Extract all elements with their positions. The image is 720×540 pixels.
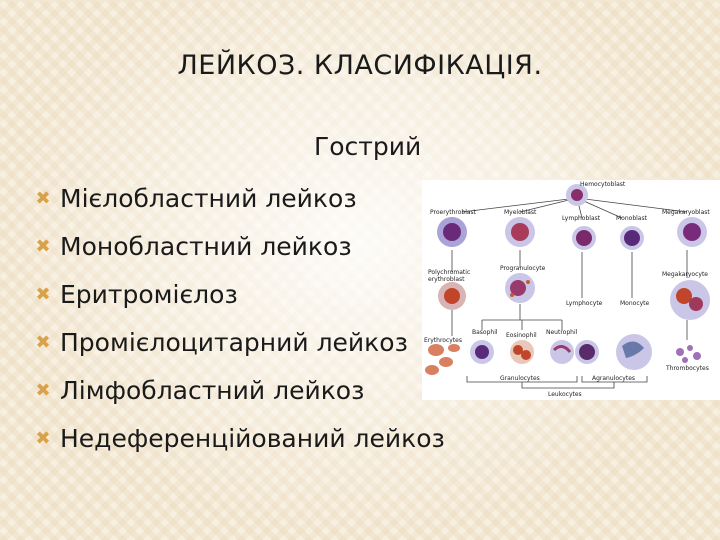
label-thrombocytes: Thrombocytes [665,365,709,372]
list-item: ✖ Мієлобластний лейкоз [32,174,445,222]
cell-hemocytoblast [566,184,588,206]
cell-monocyte [616,334,652,370]
label-erythroblast: erythroblast [428,276,465,283]
x-mark-icon: ✖ [35,331,51,353]
label-granulocytes: Granulocytes [500,375,540,382]
list-item-text: Лімфобластний лейкоз [60,375,365,405]
cell-progranulocyte [505,273,535,303]
hematopoiesis-svg: Hemocytoblast Proerythroblast Myeloblast… [424,181,710,398]
cell-myeloblast [505,217,535,247]
label-megakaryocyte: Megakaryocyte [662,271,708,278]
cell-neutrophil [550,340,574,364]
label-monocyte: Monocyte [620,300,650,307]
list-item-text: Недеференційований лейкоз [60,423,445,453]
x-mark-icon: ✖ [35,283,51,305]
hematopoiesis-diagram: Hemocytoblast Proerythroblast Myeloblast… [422,180,720,400]
cell-lymphoblast [572,226,596,250]
list-item: ✖ Недеференційований лейкоз [32,414,445,462]
list-item: ✖ Монобластний лейкоз [32,222,445,270]
label-basophil: Basophil [472,329,498,336]
label-erythrocytes: Erythrocytes [424,337,462,344]
x-mark-icon: ✖ [35,187,51,209]
label-progranulocyte: Progranulocyte [500,265,546,272]
x-mark-icon: ✖ [35,427,51,449]
list-item-text: Еритромієлоз [60,279,238,309]
bullet-list: ✖ Мієлобластний лейкоз ✖ Монобластний лейк… [32,174,445,462]
list-item: ✖ Лімфобластний лейкоз [32,366,445,414]
cell-proerythroblast [437,217,467,247]
cell-megakaryoblast [677,217,707,247]
cell-polychromatic-erythroblast [438,282,466,310]
label-leukocytes: Leukocytes [548,391,582,398]
diagram-labels: Hemocytoblast Proerythroblast Myeloblast… [424,181,710,398]
label-proerythroblast: Proerythroblast [430,209,477,216]
diagram-connectors [451,197,688,389]
label-polychromatic: Polychromatic [428,269,470,276]
label-lymphoblast: Lymphoblast [562,215,601,222]
cell-lymphocyte [575,340,599,364]
list-item-text: Монобластний лейкоз [60,231,352,261]
label-eosinophil: Eosinophil [506,332,537,339]
label-megakaryoblast: Megakaryoblast [662,209,710,216]
list-item: ✖ Еритромієлоз [32,270,445,318]
label-lymphocyte: Lymphocyte [566,300,603,307]
cell-eosinophil [510,340,534,364]
list-item-text: Промієлоцитарний лейкоз [60,327,408,357]
subheading-acute: Гострий [314,132,422,161]
label-monoblast: Monoblast [616,215,648,222]
cell-thrombocytes [676,345,701,363]
slide-title: ЛЕЙКОЗ. КЛАСИФІКАЦІЯ. [177,50,543,81]
cell-erythrocytes [425,344,460,375]
cell-basophil [470,340,494,364]
list-item-text: Мієлобластний лейкоз [60,183,357,213]
label-agranulocytes: Agranulocytes [592,375,635,382]
label-myeloblast: Myeloblast [504,209,537,216]
cell-monoblast [620,226,644,250]
list-item: ✖ Промієлоцитарний лейкоз [32,318,445,366]
label-hemocytoblast: Hemocytoblast [580,181,626,188]
label-neutrophil: Neutrophil [546,329,578,336]
x-mark-icon: ✖ [35,235,51,257]
cell-megakaryocyte [670,280,710,320]
x-mark-icon: ✖ [35,379,51,401]
